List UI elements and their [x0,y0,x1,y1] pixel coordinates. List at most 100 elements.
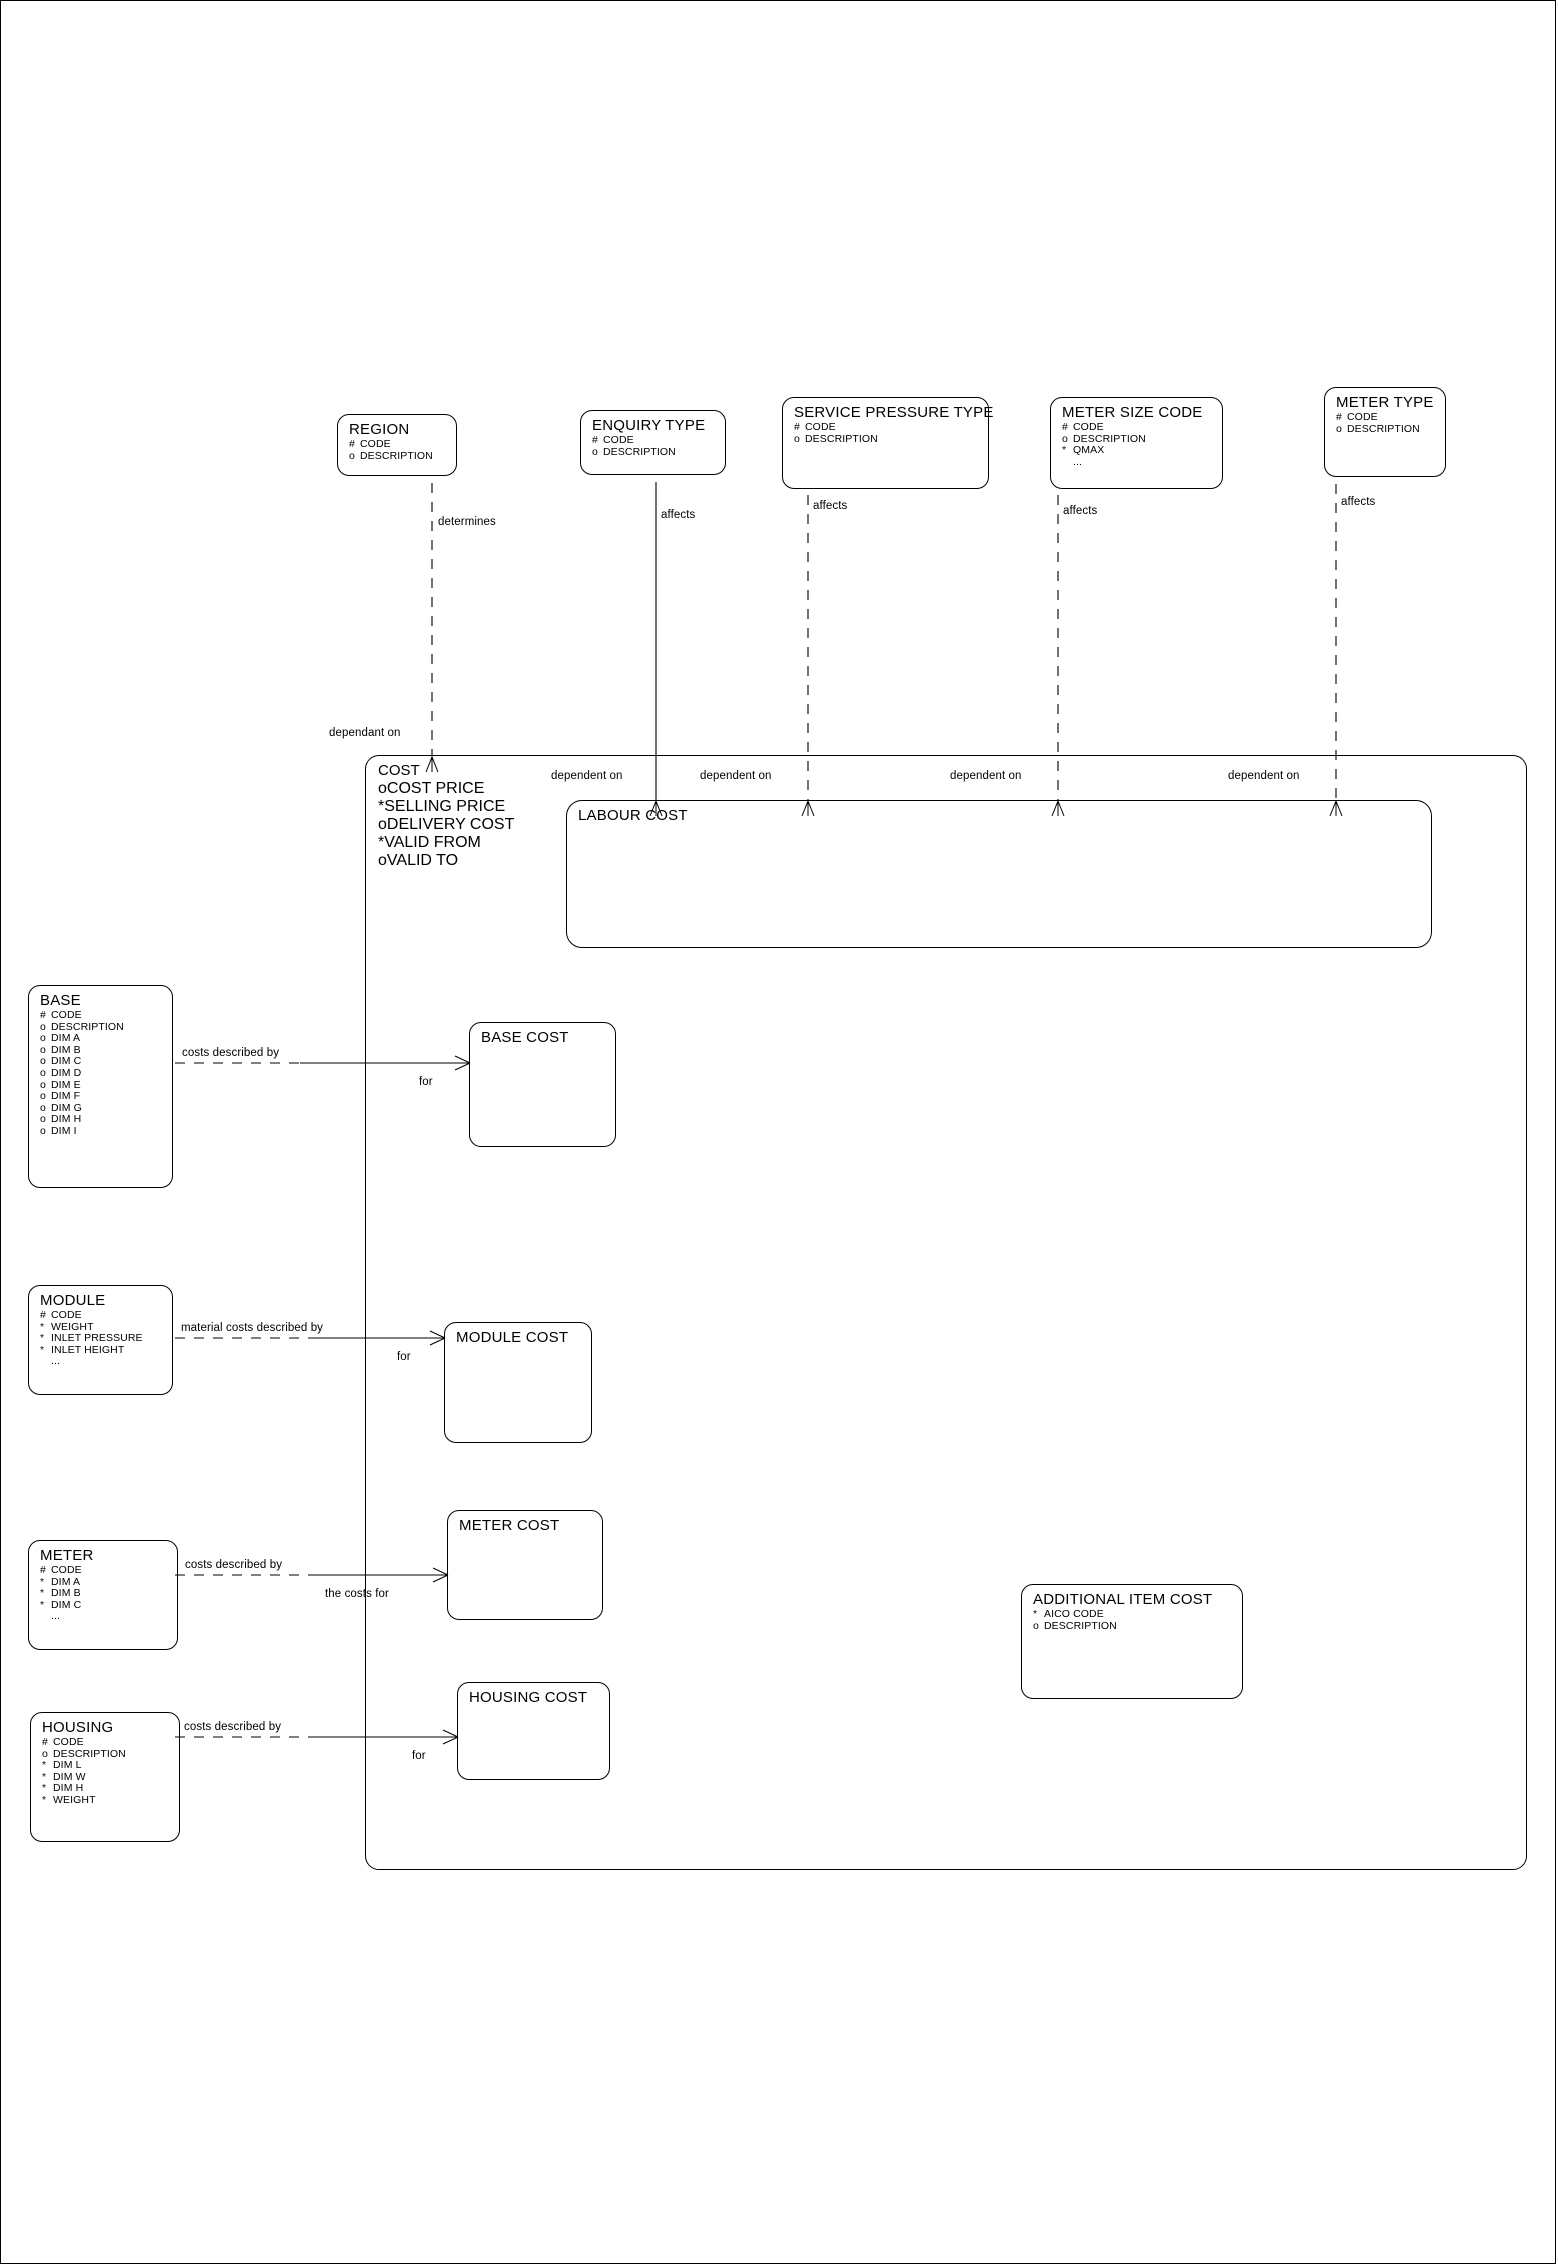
crowsfoot-module-cost [429,1330,446,1346]
attribute-row: #CODE [1336,411,1436,424]
attribute-label: DESCRIPTION [1044,1619,1117,1632]
entity-name: LABOUR COST [578,807,688,824]
attribute-mark: o [349,449,355,462]
entity-meter-cost[interactable]: METER COST [447,1510,603,1620]
attribute-mark: * [378,798,385,815]
attribute-label: CODE [603,434,634,446]
crowsfoot-enquiry [649,800,663,817]
attribute-label: DIM L [53,1759,82,1772]
relationship-label-housing-costs-described-by: costs described by [184,1721,282,1733]
attribute-row: *DIM A [40,1575,168,1589]
attribute-row: *SELLING PRICE [378,798,514,816]
entity-additional-item-cost[interactable]: ADDITIONAL ITEM COST *AICO CODE o DESCRIP… [1021,1584,1243,1699]
entity-name: COST [378,762,420,779]
attribute-row: o DESCRIPTION [1062,432,1213,446]
attribute-mark: o [40,1101,46,1114]
entity-name: HOUSING [42,1719,114,1736]
attribute-mark: o [40,1078,46,1091]
relationship-label-affects-service-pressure: affects [813,500,848,512]
attribute-mark: * [40,1587,45,1600]
entity-name: BASE [40,992,81,1009]
attribute-label: DIM B [51,1587,81,1600]
attribute-label: VALID TO [386,852,459,869]
attribute-mark: # [794,421,800,433]
relationship-label-dependent-on-3: dependent on [950,770,1022,782]
attribute-mark: o [1062,432,1068,445]
entity-base-cost[interactable]: BASE COST [469,1022,616,1147]
attribute-row: *AICO CODE [1033,1608,1233,1621]
attribute-mark: o [40,1113,46,1126]
attribute-label: DIM G [51,1101,82,1114]
attribute-label: DIM I [51,1124,77,1137]
crowsfoot-service-pressure [801,800,815,817]
entity-cost[interactable]: COST oCOST PRICE *SELLING PRICE oDELIVER… [365,755,1527,1870]
attribute-label: DIM C [51,1598,82,1611]
entity-name: METER [40,1547,94,1564]
attribute-mark: * [40,1598,45,1611]
attribute-mark: # [40,1564,46,1576]
entity-meter[interactable]: METER #CODE *DIM A *DIM B *DIM C ... [28,1540,178,1650]
attribute-mark: * [378,834,385,851]
attribute-mark: o [378,852,387,869]
attribute-label: DESCRIPTION [1073,432,1146,445]
attribute-mark: * [42,1770,47,1783]
attribute-label: DIM B [51,1043,81,1056]
entity-name: METER COST [459,1517,560,1534]
entity-name: ADDITIONAL ITEM COST [1033,1591,1213,1608]
attribute-label: DIM E [51,1078,81,1091]
attribute-row: * DIM C [40,1598,168,1612]
attribute-label: VALID FROM [384,834,481,851]
attribute-label: ... [51,1610,61,1623]
attribute-label: COST PRICE [386,780,485,797]
attribute-label: CODE [51,1309,82,1321]
attribute-label: CODE [1073,421,1104,433]
attribute-label: AICO CODE [1044,1608,1104,1620]
crowsfoot-base-cost [454,1055,471,1071]
entity-labour-cost[interactable]: LABOUR COST [566,800,1432,948]
attribute-mark: o [40,1090,46,1103]
entity-module[interactable]: MODULE #CODE *WEIGHT *INLET PRESSURE *IN… [28,1285,173,1395]
entity-name: REGION [349,421,410,438]
attribute-mark: # [1336,411,1342,423]
entity-housing-cost[interactable]: HOUSING COST [457,1682,610,1780]
entity-name: HOUSING COST [469,1689,588,1706]
attribute-mark: o [40,1124,46,1137]
attribute-list: #CODE *WEIGHT *INLET PRESSURE *INLET HEI… [40,1309,163,1368]
attribute-mark: * [40,1343,45,1356]
attribute-row: *INLET PRESSURE [40,1332,163,1345]
attribute-row: #CODE [40,1009,163,1022]
attribute-mark: # [349,438,355,450]
attribute-mark: * [40,1575,45,1588]
attribute-mark: * [42,1759,47,1772]
attribute-row: *VALID FROM [378,834,514,852]
relationship-label-meter-the-costs-for: the costs for [325,1588,389,1600]
entity-name: METER SIZE CODE [1062,404,1203,421]
attribute-mark: * [40,1332,45,1345]
attribute-row: o DIM G [40,1101,163,1115]
attribute-mark: # [1062,421,1068,433]
crowsfoot-meter-type [1329,800,1343,817]
entity-module-cost[interactable]: MODULE COST [444,1322,592,1443]
relationship-label-base-for: for [419,1076,433,1088]
attribute-label: CODE [53,1736,84,1748]
attribute-row: # CODE [42,1736,170,1749]
attribute-mark: o [1033,1619,1039,1632]
attribute-mark: # [42,1736,48,1748]
